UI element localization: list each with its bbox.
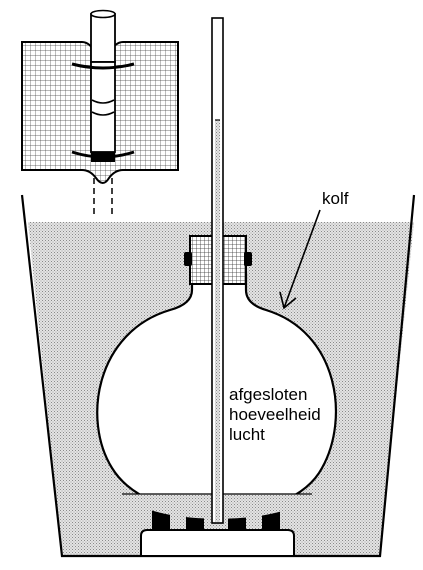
glass-tube	[211, 17, 224, 524]
base-plate-shape	[140, 529, 295, 557]
label-air-line3: lucht	[229, 425, 265, 444]
detail-rod-top	[90, 13, 116, 63]
label-air-line2: hoeveelheid	[229, 405, 321, 424]
block-1	[152, 510, 170, 530]
arrow-pointer	[279, 209, 321, 310]
block-4	[262, 510, 280, 530]
label-air-line1: afgesloten	[229, 385, 307, 404]
detail-rod-middle	[90, 61, 116, 153]
stopper-clip-left	[184, 252, 192, 266]
label-flask: kolf	[322, 189, 349, 208]
magnified-detail	[21, 9, 179, 218]
stopper-clip-right	[244, 252, 252, 266]
tube-liquid	[215, 120, 220, 522]
base-plate	[140, 529, 295, 557]
